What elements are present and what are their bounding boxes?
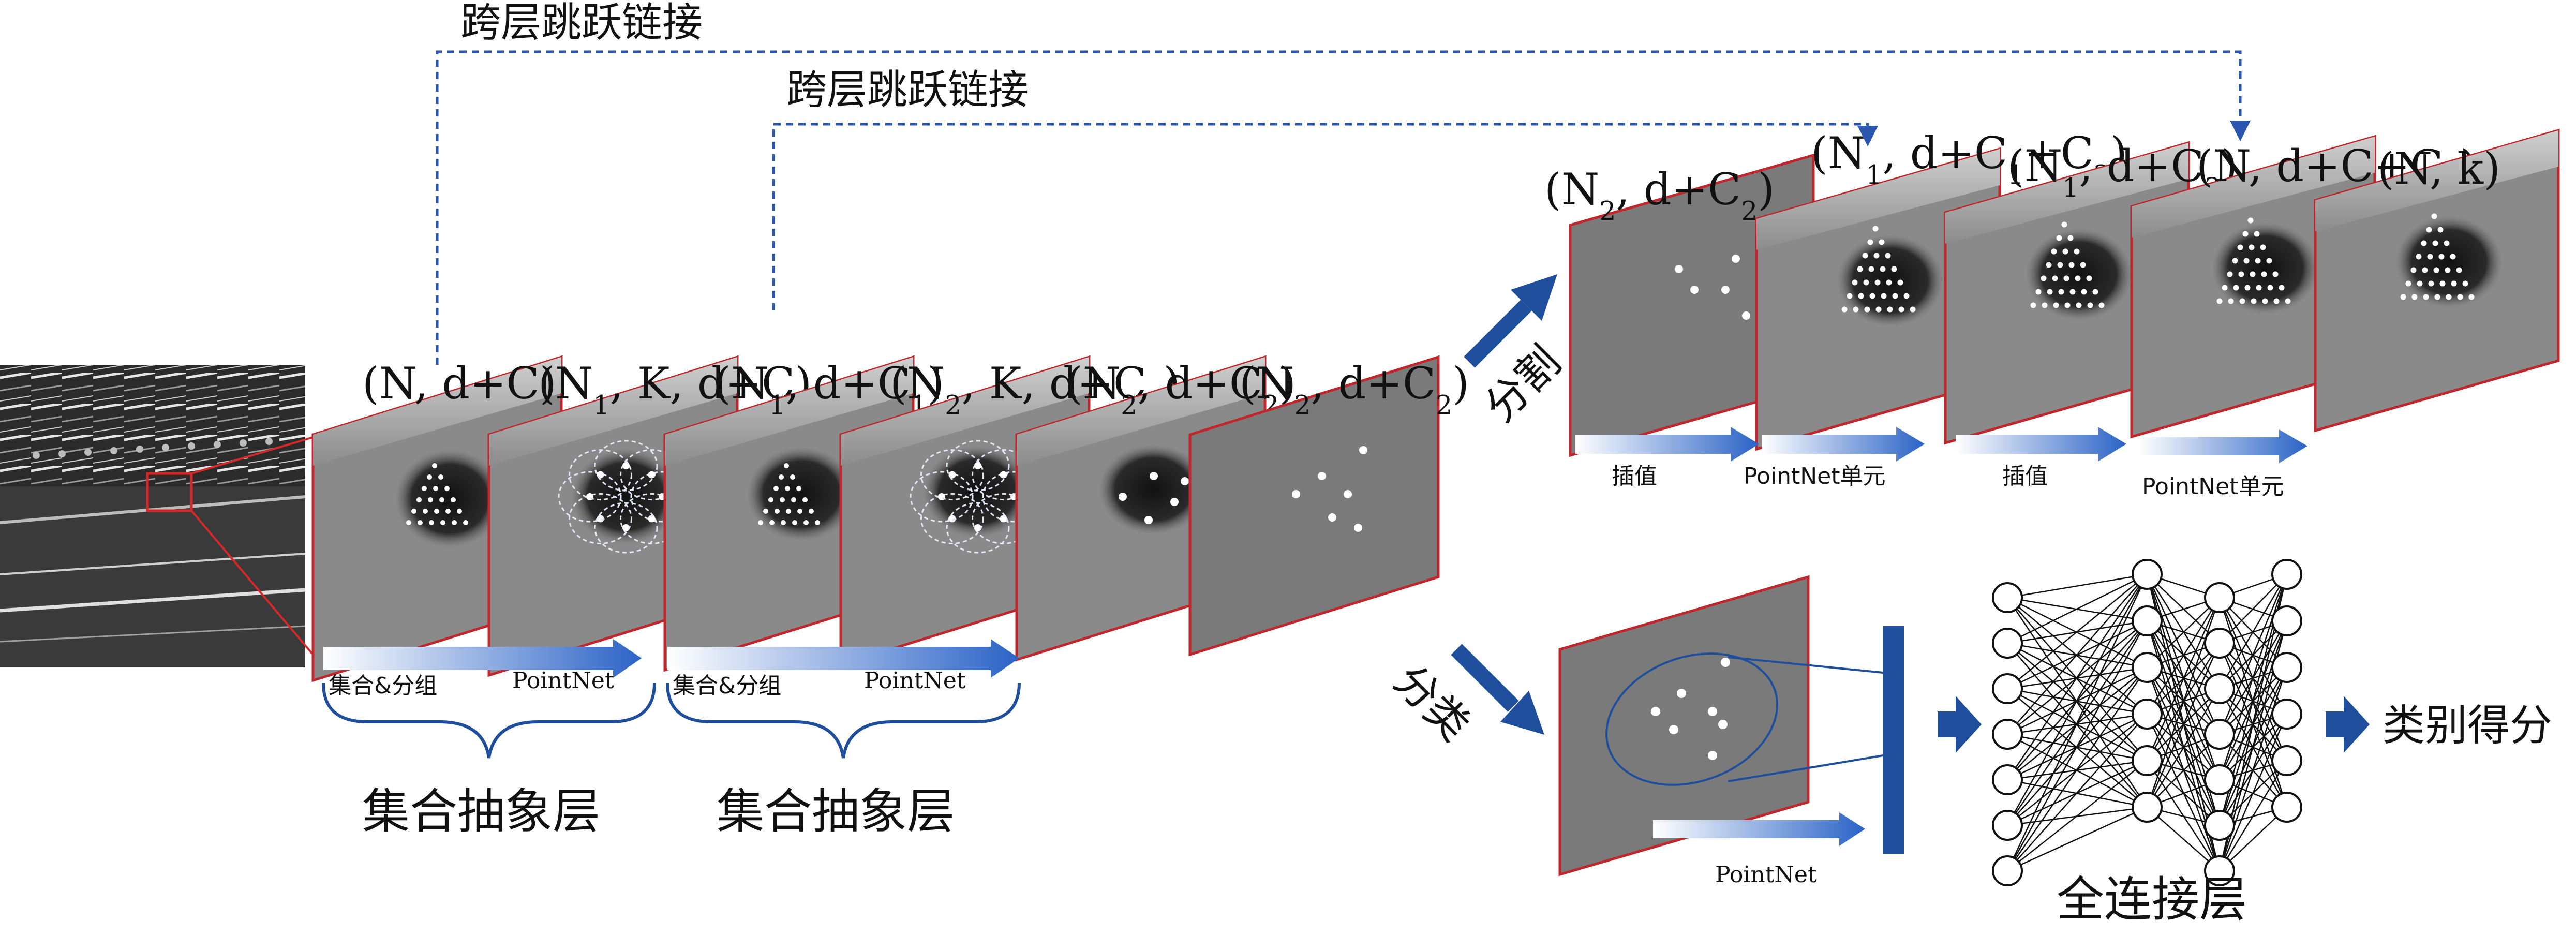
encoder-operations: 集合&分组 PointNet 集合&分组 PointNet 集合抽象层 集合抽象… xyxy=(322,639,1021,839)
cls-panel xyxy=(1558,575,1884,877)
encoder-shape-label-4: (N2, K, d+C1) xyxy=(890,358,1180,420)
fc-node xyxy=(1992,855,2023,886)
skip-connections xyxy=(436,50,2251,365)
fc-node xyxy=(1992,673,2023,704)
fc-node xyxy=(2132,792,2163,823)
fc-node xyxy=(2271,699,2302,730)
fc-node xyxy=(1992,719,2023,750)
op-interp-2: 插值 xyxy=(2002,463,2048,489)
encoder-shape-label-5: (N2, d+C2) xyxy=(1066,358,1296,420)
decoder-panel-2 xyxy=(1755,147,2001,451)
fc-node xyxy=(2132,699,2163,730)
brace-1 xyxy=(322,682,656,759)
fc-node xyxy=(1992,582,2023,613)
fc-node xyxy=(2204,673,2235,704)
op-interp-1: 插值 xyxy=(1612,463,1657,489)
fc-layer-label: 全连接层 xyxy=(2057,872,2247,927)
fc-node xyxy=(2132,559,2163,590)
fc-node xyxy=(2204,810,2235,841)
brace-2 xyxy=(666,682,1021,759)
fc-node xyxy=(1992,628,2023,659)
fc-node xyxy=(2204,628,2235,659)
classification-label: 分类 xyxy=(1384,656,1479,750)
fc-node xyxy=(2204,855,2235,886)
fc-node xyxy=(1992,810,2023,841)
fc-node xyxy=(1992,764,2023,795)
fc-node xyxy=(2132,652,2163,683)
decoder-shape-label-1: (N2, d+C2) xyxy=(1544,164,1775,226)
encoder-panel-6 xyxy=(1188,355,1440,657)
skip-label-top: 跨层跳跃链接 xyxy=(460,0,703,46)
encoder-panels: (N, d+C)(N1, K, d+C)(N1, d+C1)(N2, K, d+… xyxy=(311,355,1469,682)
fc-node xyxy=(2271,745,2302,776)
arrow-to-scores xyxy=(2326,696,2370,753)
fc-node xyxy=(2132,605,2163,636)
fc-node xyxy=(2204,582,2235,613)
fc-node xyxy=(2271,792,2302,823)
classification-branch: 分类 PointNet 全连接层 类别得分 xyxy=(1384,559,2552,927)
decoder-panel-5 xyxy=(2314,128,2560,433)
source-photo xyxy=(0,365,314,667)
fc-node xyxy=(2132,745,2163,776)
roi-box xyxy=(146,472,193,512)
op-pointnet-2: PointNet xyxy=(864,667,966,694)
op-pointnet-1: PointNet xyxy=(512,667,614,694)
fc-node xyxy=(2271,559,2302,590)
op-pointnet-unit-1: PointNet单元 xyxy=(1744,463,1885,489)
global-feature-bar xyxy=(1883,626,1904,854)
encoder-shape-label-1: (N, d+C) xyxy=(362,358,557,409)
set-abstraction-label-1: 集合抽象层 xyxy=(362,784,600,839)
encoder-shape-label-6: (N2, d+C2) xyxy=(1239,358,1469,420)
op-sample-group-2: 集合&分组 xyxy=(673,673,781,699)
arrow-to-fc xyxy=(1938,696,1982,753)
fc-node xyxy=(2271,605,2302,636)
skip-link-inner xyxy=(772,123,1878,310)
segmentation-branch: 分割 xyxy=(1464,274,1570,432)
decoder-panels: (N2, d+C2)(N1, d+C1+C2)(N1, d+C3)(N, d+C… xyxy=(1544,128,2560,457)
op-pointnet-unit-2: PointNet单元 xyxy=(2142,473,2284,500)
class-scores-label: 类别得分 xyxy=(2383,701,2552,750)
fc-node xyxy=(2271,652,2302,683)
encoder-shape-label-3: (N1, d+C1) xyxy=(714,358,944,420)
set-abstraction-label-2: 集合抽象层 xyxy=(717,784,955,839)
decoder-panel-3 xyxy=(1944,141,2190,445)
decoder-shape-label-5: (N, k) xyxy=(2377,143,2500,194)
fc-node xyxy=(2204,719,2235,750)
op-cls-pointnet: PointNet xyxy=(1715,862,1817,888)
fc-node xyxy=(2204,764,2235,795)
fc-network xyxy=(1992,559,2302,886)
op-sample-group-1: 集合&分组 xyxy=(329,673,437,699)
decoder-operations: 插值 PointNet单元 插值 PointNet单元 xyxy=(1575,427,2307,500)
skip-label-inner: 跨层跳跃链接 xyxy=(786,67,1029,113)
